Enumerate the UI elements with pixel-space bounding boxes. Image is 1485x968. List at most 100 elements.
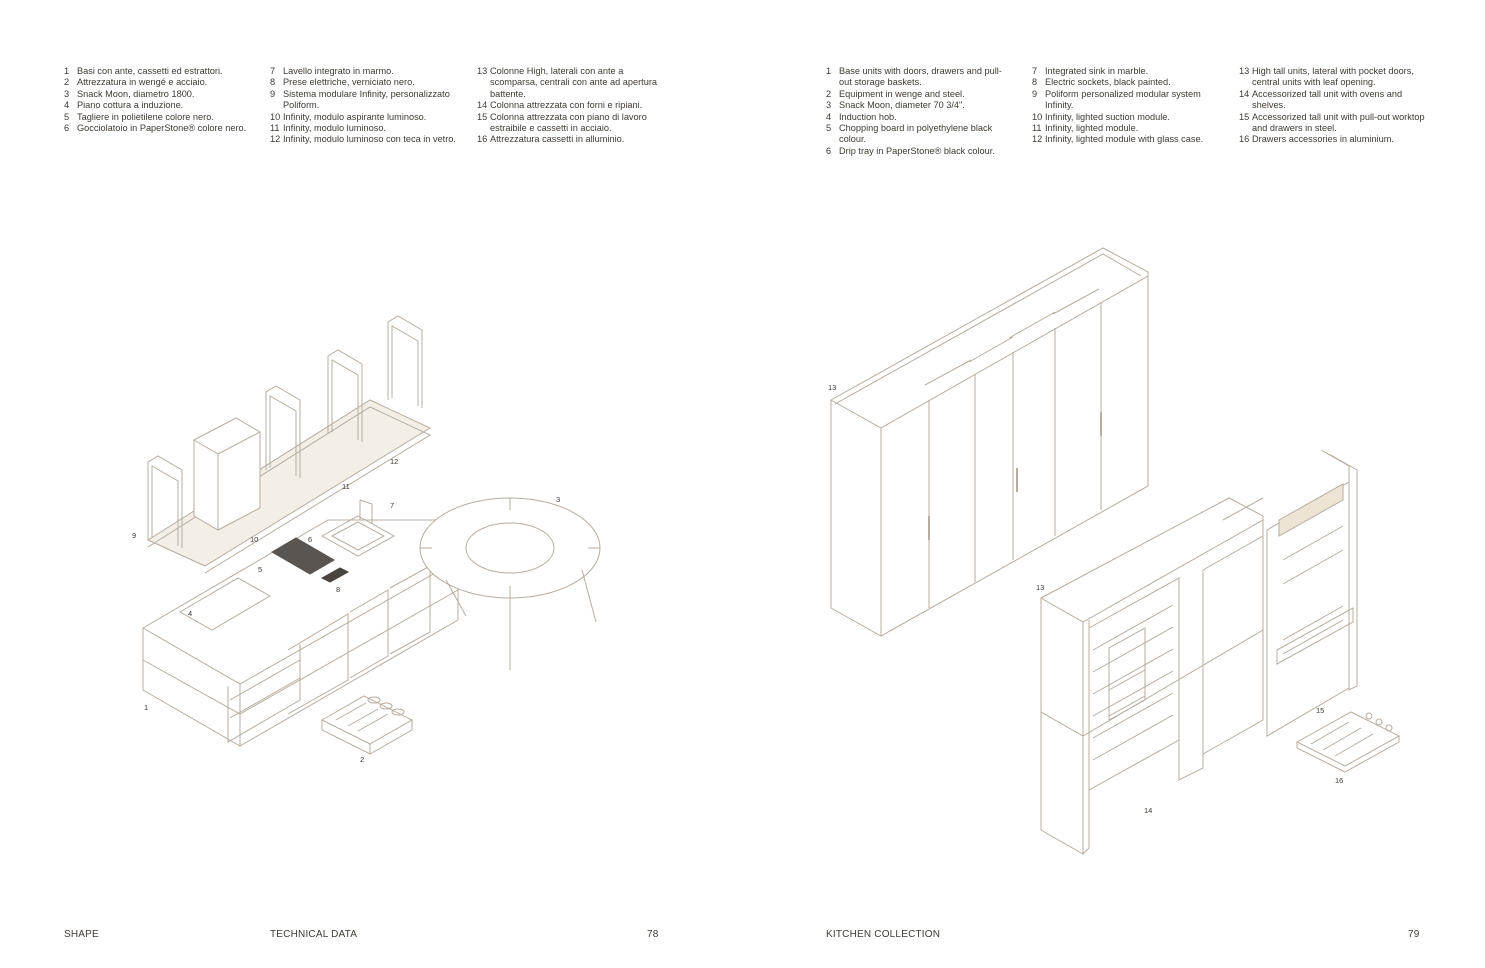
legend-item-number: 1 [826, 66, 832, 76]
legend-item-text: Integrated sink in marble. [1045, 66, 1149, 76]
drawing-label-10: 10 [250, 535, 258, 544]
legend-item: 7 Integrated sink in marble. [1032, 66, 1212, 77]
legend-item-number: 4 [64, 100, 70, 111]
legend-item-text: Infinity, lighted module with glass case… [1045, 134, 1204, 145]
legend-item: 9 Poliform personalized modular system In… [1032, 89, 1212, 112]
legend-item-text: Accessorized tall unit with ovens and sh… [1252, 88, 1403, 111]
legend-item-text: Infinity, modulo luminoso con teca in ve… [283, 134, 456, 145]
legend-item-number: 6 [64, 123, 70, 134]
legend-item-number: 14 [1239, 88, 1250, 99]
drawing-label-3: 3 [556, 495, 560, 504]
legend-item: 2 Equipment in wenge and steel. [826, 89, 1006, 100]
legend-item-text: Induction hob. [839, 111, 897, 122]
legend-item-number: 16 [1239, 134, 1250, 145]
drawing-label-8: 8 [336, 585, 340, 594]
legend-item-text: Colonna attrezzata con forni e ripiani. [490, 100, 643, 111]
legend-item-number: 14 [477, 100, 488, 111]
drawing-label-13b: 13 [1036, 583, 1044, 592]
legend-item-text: Infinity, modulo luminoso. [283, 123, 386, 134]
drawing-label-13a: 13 [828, 383, 836, 392]
drawing-label-2: 2 [360, 755, 364, 764]
legend-item-text: Lavello integrato in marmo. [283, 66, 394, 76]
legend-item-number: 10 [270, 111, 281, 122]
legend-item-number: 13 [1239, 66, 1250, 76]
legend-item: 6 Gocciolatoio in PaperStone® colore nero… [64, 123, 249, 134]
legend-item-text: Poliform personalized modular system Inf… [1045, 88, 1201, 111]
legend-item-number: 1 [64, 66, 70, 76]
legend-item-number: 8 [1032, 77, 1038, 88]
legend-item-number: 6 [826, 145, 832, 156]
legend-item-number: 11 [270, 123, 280, 134]
legend-item-number: 8 [270, 77, 276, 88]
drawing-label-6: 6 [308, 535, 312, 544]
drawing-label-16: 16 [1335, 776, 1343, 785]
drawing-label-11: 11 [342, 482, 350, 491]
legend-item-number: 10 [1032, 111, 1043, 122]
legend-item-text: Infinity, lighted module. [1045, 123, 1139, 134]
legend-column-1: 1 Base units with doors, drawers and pull… [826, 66, 1006, 157]
legend-item-number: 2 [826, 88, 832, 99]
page-number: 79 [1408, 929, 1420, 940]
legend-item-number: 15 [477, 111, 488, 122]
drawing-label-9: 9 [132, 531, 136, 540]
legend-item-number: 3 [64, 88, 70, 99]
drawing-label-1: 1 [144, 703, 148, 712]
drawing-label-12: 12 [390, 457, 398, 466]
legend-item-number: 11 [1032, 123, 1042, 134]
legend-item-text: Chopping board in polyethylene black col… [839, 123, 993, 145]
legend-item-text: Prese elettriche, verniciato nero. [283, 77, 415, 88]
legend-item-text: Snack Moon, diameter 70 3/4". [839, 100, 965, 111]
legend-item-text: Drip tray in PaperStone® black colour. [839, 145, 995, 156]
legend-item-number: 16 [477, 134, 488, 145]
legend-item-text: Infinity, lighted suction module. [1045, 111, 1170, 122]
legend-item-number: 3 [826, 100, 832, 111]
drawing-label-4: 4 [188, 609, 192, 618]
legend-item-text: Colonna attrezzata con piano di lavoro e… [490, 111, 647, 134]
footer-section: KITCHEN COLLECTION [826, 929, 941, 940]
legend-item-text: Base units with doors, drawers and pull-… [839, 66, 1002, 88]
legend-item: 2 Attrezzatura in wengé e acciaio. [64, 77, 249, 88]
legend-item-text: Attrezzatura in wengé e acciaio. [77, 77, 208, 88]
legend-item-number: 13 [477, 66, 488, 76]
footer-brand: SHAPE [64, 929, 99, 940]
legend-item-text: Infinity, modulo aspirante luminoso. [283, 111, 427, 122]
legend-item: 1 Base units with doors, drawers and pull… [826, 66, 1006, 89]
legend-item-number: 2 [64, 77, 70, 88]
legend-item-number: 5 [64, 111, 70, 122]
legend-item-text: Tagliere in polietilene colore nero. [77, 111, 214, 122]
legend-item-text: Snack Moon, diametro 1800. [77, 88, 195, 99]
legend-item-text: Gocciolatoio in PaperStone® colore nero. [77, 123, 247, 134]
drawing-label-5: 5 [258, 565, 262, 574]
legend-item-number: 12 [1032, 134, 1043, 145]
legend-item-number: 7 [1032, 66, 1038, 76]
legend-item-number: 9 [1032, 88, 1038, 99]
legend-item-text: Attrezzatura cassetti in alluminio. [490, 134, 625, 145]
legend-item-number: 5 [826, 123, 832, 134]
legend-item-text: Equipment in wenge and steel. [839, 88, 965, 99]
island-kitchen-drawing: 1 2 3 4 5 6 7 8 9 10 11 12 [132, 315, 601, 764]
drawing-label-7: 7 [390, 501, 394, 510]
legend-item-number: 15 [1239, 111, 1250, 122]
